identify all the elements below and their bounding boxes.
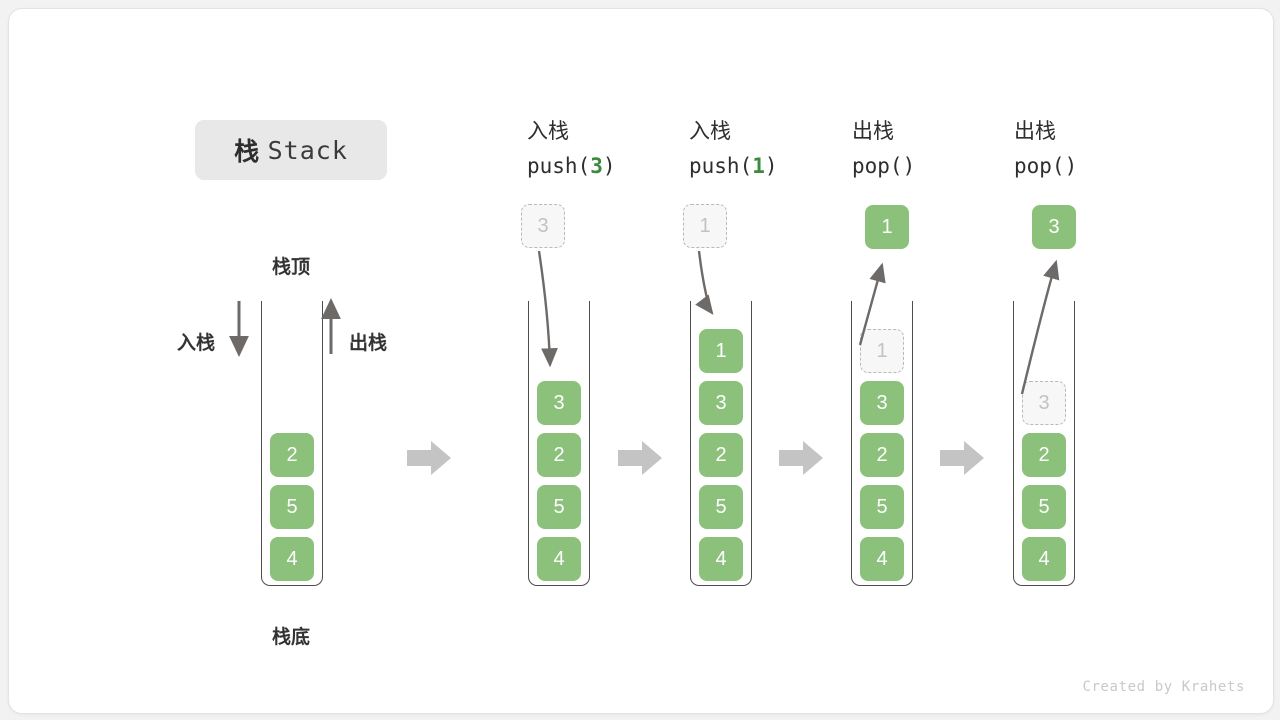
code-pre: push(: [689, 154, 753, 178]
floating-box-pop-2: 3: [1032, 205, 1076, 249]
stack-cell: 2: [270, 433, 314, 477]
column-header-push-3: 入栈 push(3): [527, 115, 677, 183]
title-cn: 栈: [234, 138, 260, 166]
stack-cell: 3: [537, 381, 581, 425]
floating-box-push-1: 1: [683, 204, 727, 248]
stack-cell: 2: [1022, 433, 1066, 477]
pop-direction-label: 出栈: [349, 333, 388, 354]
stack-cells: 1 3 2 5 4: [852, 329, 912, 581]
stack-push-3: 3 2 5 4: [528, 301, 590, 586]
stack-cell-ghost: 1: [860, 329, 904, 373]
code-pre: pop(: [852, 154, 903, 178]
title-badge: 栈 Stack: [195, 120, 387, 180]
stack-initial: 2 5 4: [261, 301, 323, 586]
stack-cell: 3: [860, 381, 904, 425]
stack-cell: 5: [860, 485, 904, 529]
stack-cell: 4: [537, 537, 581, 581]
code-pre: pop(: [1014, 154, 1065, 178]
code-arg: 1: [752, 154, 765, 178]
title-en: Stack: [267, 135, 348, 165]
code-arg: 3: [590, 154, 603, 178]
stack-cell: 2: [860, 433, 904, 477]
step-arrow-1-icon: [407, 441, 451, 475]
code-post: ): [1064, 154, 1078, 178]
stack-cell: 4: [860, 537, 904, 581]
column-header-cn: 出栈: [852, 120, 894, 143]
stack-cells: 2 5 4: [262, 433, 322, 581]
stack-top-label: 栈顶: [271, 257, 310, 278]
stack-cell: 3: [699, 381, 743, 425]
column-header-cn: 入栈: [527, 120, 569, 143]
step-arrow-3-icon: [779, 441, 823, 475]
column-header-code: pop(): [852, 149, 1002, 183]
stack-cell: 1: [699, 329, 743, 373]
code-post: ): [602, 154, 616, 178]
stack-cell: 5: [1022, 485, 1066, 529]
column-header-cn: 出栈: [1014, 120, 1056, 143]
stack-cell-ghost: 3: [1022, 381, 1066, 425]
stack-pop-1: 1 3 2 5 4: [851, 301, 913, 586]
column-header-code: push(1): [689, 149, 839, 183]
floating-box-push-3: 3: [521, 204, 565, 248]
stack-cell: 5: [270, 485, 314, 529]
stack-cell: 2: [699, 433, 743, 477]
column-header-code: push(3): [527, 149, 677, 183]
column-header-pop-1: 出栈 pop(): [852, 115, 1002, 183]
push-direction-label: 入栈: [177, 333, 216, 354]
stack-cells: 1 3 2 5 4: [691, 329, 751, 581]
column-header-push-1: 入栈 push(1): [689, 115, 839, 183]
stack-cell: 4: [270, 537, 314, 581]
stack-cell: 4: [699, 537, 743, 581]
stack-cell: 4: [1022, 537, 1066, 581]
diagram-card: 栈 Stack 栈顶 栈底 入栈 出栈 入栈 push(3) 入栈 push(1…: [8, 8, 1274, 714]
stack-cells: 3 2 5 4: [529, 381, 589, 581]
code-post: ): [902, 154, 916, 178]
diagram-stage: 栈 Stack 栈顶 栈底 入栈 出栈 入栈 push(3) 入栈 push(1…: [9, 9, 1273, 713]
code-post: ): [764, 154, 778, 178]
column-header-pop-2: 出栈 pop(): [1014, 115, 1164, 183]
step-arrow-2-icon: [618, 441, 662, 475]
column-header-cn: 入栈: [689, 120, 731, 143]
column-header-code: pop(): [1014, 149, 1164, 183]
attribution-footer: Created by Krahets: [1082, 679, 1245, 695]
stack-cells: 3 2 5 4: [1014, 381, 1074, 581]
code-pre: push(: [527, 154, 591, 178]
stack-bottom-label: 栈底: [271, 627, 310, 648]
stack-cell: 5: [537, 485, 581, 529]
step-arrow-4-icon: [940, 441, 984, 475]
stack-push-1: 1 3 2 5 4: [690, 301, 752, 586]
stack-cell: 5: [699, 485, 743, 529]
floating-box-pop-1: 1: [865, 205, 909, 249]
stack-cell: 2: [537, 433, 581, 477]
stack-pop-2: 3 2 5 4: [1013, 301, 1075, 586]
